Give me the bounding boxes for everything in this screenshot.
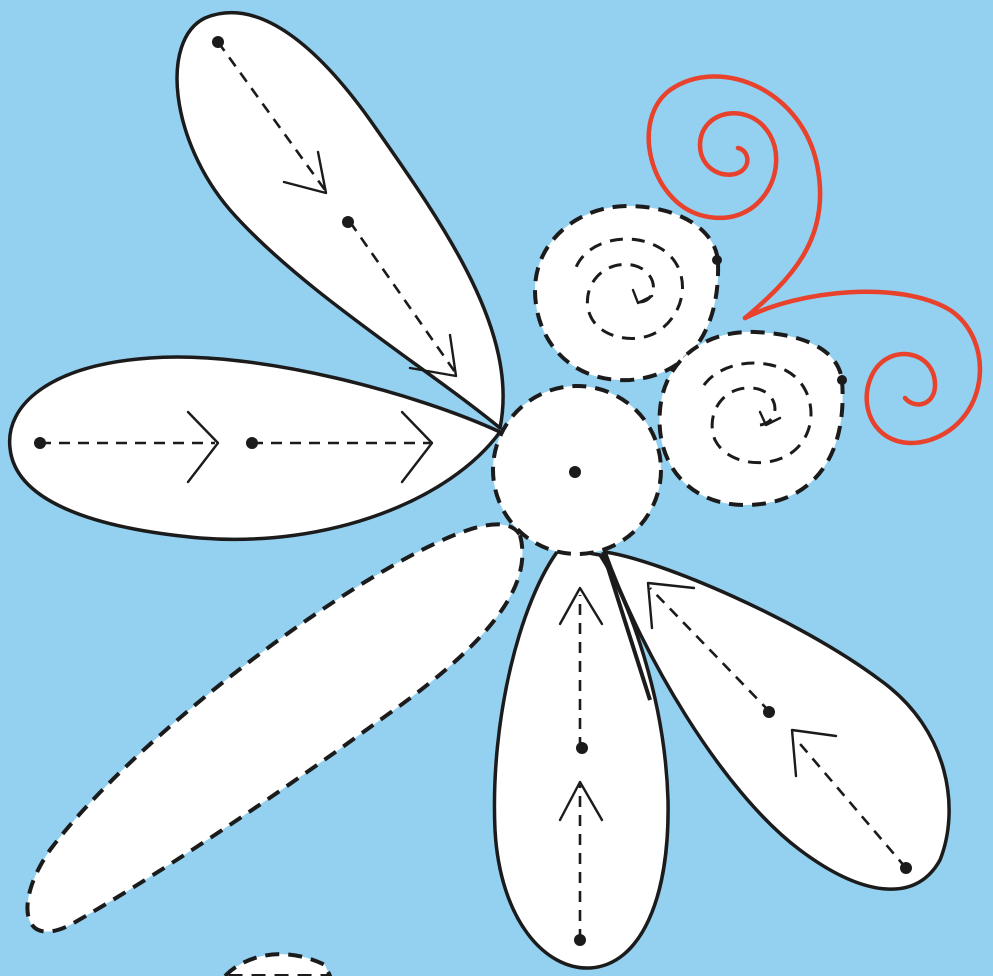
start-dot xyxy=(900,862,912,874)
petal-lower-left-dashed xyxy=(27,524,522,931)
start-dot xyxy=(212,36,224,48)
partial-shape-bottom xyxy=(225,954,330,976)
start-dot xyxy=(34,437,46,449)
start-dot xyxy=(712,255,722,265)
start-dot xyxy=(576,742,588,754)
start-dot xyxy=(574,934,586,946)
start-dot xyxy=(246,437,258,449)
flower-center xyxy=(493,386,661,554)
start-dot xyxy=(837,375,847,385)
center-dot xyxy=(569,466,581,478)
start-dot xyxy=(763,706,775,718)
start-dot xyxy=(342,216,354,228)
spiral-circle-lower xyxy=(660,332,847,505)
petal-left xyxy=(10,357,500,539)
